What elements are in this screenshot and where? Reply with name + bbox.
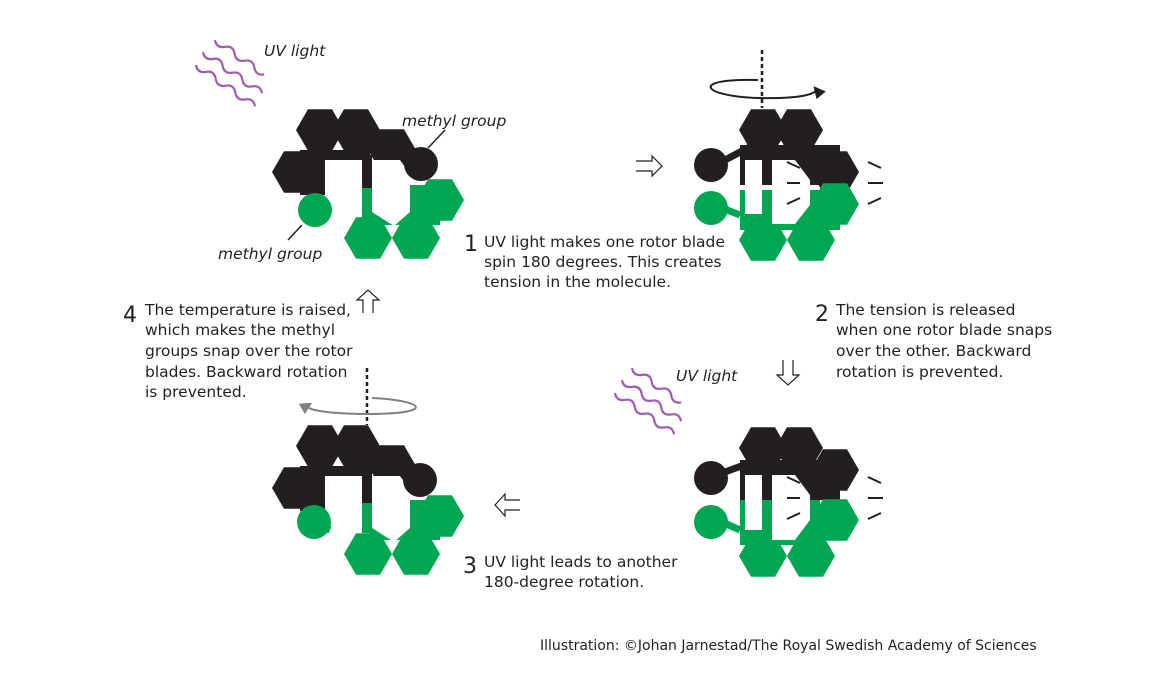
step-4-line-5: is prevented. bbox=[145, 383, 247, 401]
molecule-step3 bbox=[613, 367, 883, 577]
step-4-line-3: groups snap over the rotor bbox=[145, 342, 353, 360]
uv-waves-step3 bbox=[613, 367, 683, 435]
step-4-line-2: which makes the methyl bbox=[145, 321, 336, 339]
step-2-line-1: The tension is released bbox=[836, 301, 1016, 319]
arrow-right-icon bbox=[636, 154, 663, 178]
step-4-line-4: blades. Backward rotation bbox=[145, 363, 348, 381]
methyl-group-black bbox=[404, 147, 438, 181]
molecule-step1 bbox=[194, 39, 464, 259]
illustration-credit: Illustration: ©Johan Jarnestad/The Royal… bbox=[540, 638, 1037, 654]
step-4-line-1: The temperature is raised, bbox=[145, 301, 351, 319]
step-2-number: 2 bbox=[815, 302, 829, 327]
methyl-group-green bbox=[298, 193, 332, 227]
step-2-line-4: rotation is prevented. bbox=[836, 363, 1004, 381]
step-2-line-3: over the other. Backward bbox=[836, 342, 1032, 360]
arrow-down-icon bbox=[775, 360, 801, 386]
uv-light-label-step3: UV light bbox=[676, 367, 738, 385]
methyl-group-label-top: methyl group bbox=[402, 112, 507, 130]
arrow-left-icon bbox=[494, 492, 520, 518]
step-1-line-1: UV light makes one rotor blade bbox=[484, 233, 725, 251]
step-2-line-2: when one rotor blade snaps bbox=[836, 321, 1053, 339]
molecule-step4 bbox=[272, 368, 464, 575]
arrow-up-icon bbox=[355, 289, 381, 313]
methyl-group-label-bottom: methyl group bbox=[218, 245, 323, 263]
step-3-line-1: UV light leads to another bbox=[484, 553, 678, 571]
molecule-step2 bbox=[694, 50, 883, 261]
step-1-line-2: spin 180 degrees. This creates bbox=[484, 253, 722, 271]
step-3-number: 3 bbox=[463, 554, 477, 579]
step-1-number: 1 bbox=[464, 232, 478, 257]
step-4-number: 4 bbox=[123, 303, 137, 328]
uv-waves-top bbox=[194, 39, 265, 107]
uv-light-label-top: UV light bbox=[264, 42, 326, 60]
step-1-line-3: tension in the molecule. bbox=[484, 273, 672, 291]
step-3-line-2: 180-degree rotation. bbox=[484, 573, 645, 591]
